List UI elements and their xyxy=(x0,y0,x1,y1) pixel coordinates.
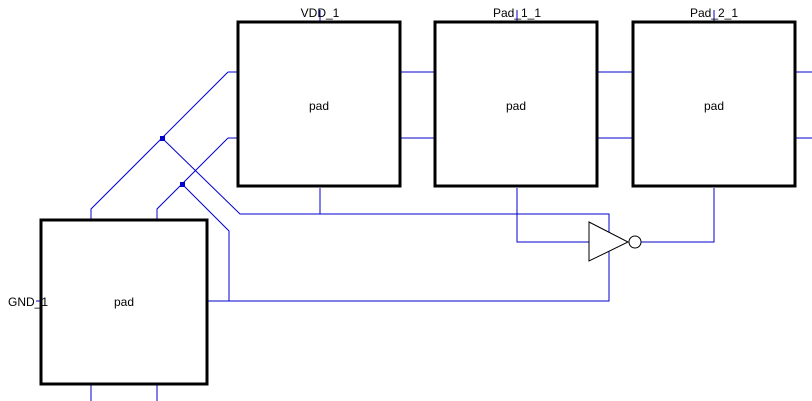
pad-vdd-name: VDD_1 xyxy=(301,6,340,20)
inverter-bubble xyxy=(628,235,642,249)
pad-vdd-inner-label: pad xyxy=(309,99,329,113)
inverter-triangle[interactable] xyxy=(588,221,630,262)
pad-pad1[interactable]: pad Pad_1_1 xyxy=(433,6,599,188)
wire-gnd-supply[interactable] xyxy=(207,251,610,302)
pad-vdd[interactable]: pad VDD_1 xyxy=(236,6,402,188)
pad-pad1-inner-label: pad xyxy=(506,99,526,113)
pad-pad1-box[interactable] xyxy=(433,20,599,188)
pad-vdd-box[interactable] xyxy=(236,20,402,188)
junction-dot-2 xyxy=(180,182,185,187)
pad-gnd[interactable]: pad GND_1 xyxy=(8,218,209,386)
pad-pad2-box[interactable] xyxy=(631,20,797,188)
junction-dot-1 xyxy=(160,136,165,141)
inverter[interactable] xyxy=(588,221,642,262)
wire-diag-vdd-top-gnd[interactable] xyxy=(90,71,229,220)
pad-gnd-name: GND_1 xyxy=(8,295,48,309)
pad-pad1-name: Pad_1_1 xyxy=(493,6,541,20)
pad-pad2-name: Pad_2_1 xyxy=(690,6,738,20)
wire-inverter-out-to-pad2[interactable] xyxy=(641,188,715,243)
wire-vdd-supply[interactable] xyxy=(319,188,610,232)
wire-diag-vdd-bottom-gnd[interactable] xyxy=(156,137,229,220)
wire-branch-vdd-net[interactable] xyxy=(161,137,320,215)
pad-pad2[interactable]: pad Pad_2_1 xyxy=(631,6,797,188)
pad-gnd-box[interactable] xyxy=(39,218,209,386)
wire-branch-gnd-net[interactable] xyxy=(181,183,230,301)
pad-pad2-inner-label: pad xyxy=(704,99,724,113)
wire-pad1-to-inverter-in[interactable] xyxy=(516,188,589,243)
wires xyxy=(36,10,812,401)
pad-gnd-inner-label: pad xyxy=(114,295,134,309)
